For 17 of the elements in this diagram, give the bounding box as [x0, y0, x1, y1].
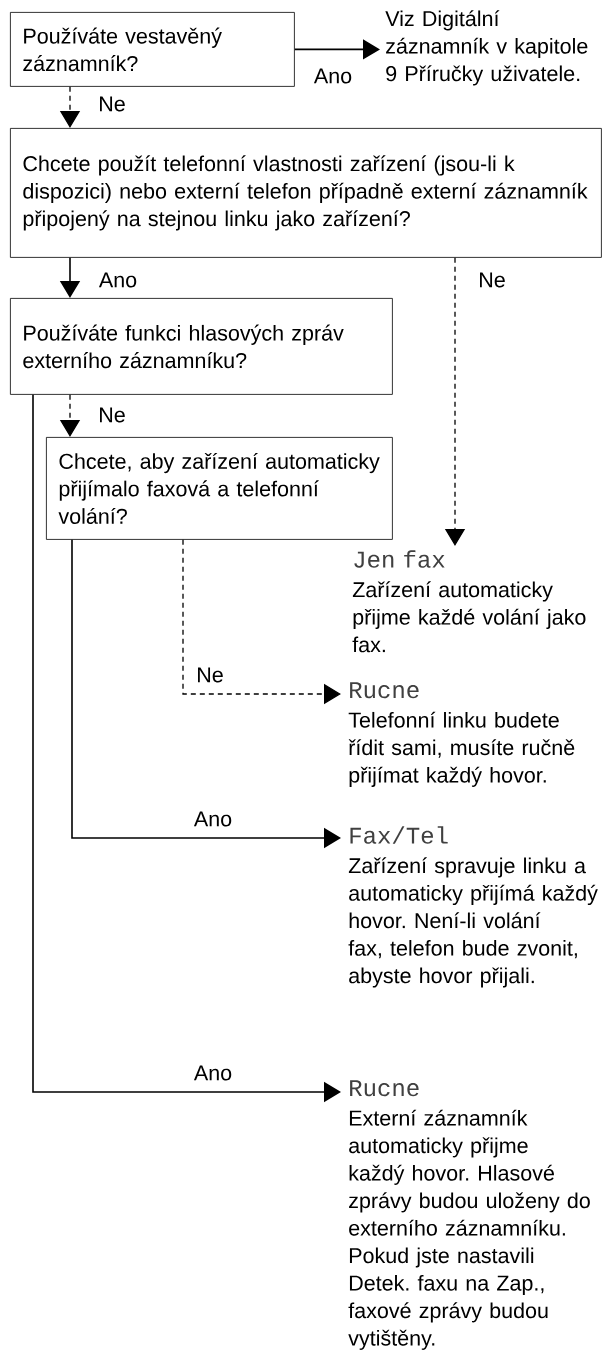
edge-label: Ne: [97, 95, 127, 113]
result-text: Rucne Telefonní linku budete řídit sami, musíte ručně přijímat každý hovor.: [348, 682, 575, 787]
edge-label: Ano: [312, 67, 354, 85]
question-box: Používáte vestavěný záznamník?: [10, 12, 295, 87]
question-box: Chcete použít telefonní vlastnosti zařízení (jsou-li k dispozici) nebo externí telefon případně externí záznamník připojený na stejnou linku jako zařízení?: [10, 128, 602, 258]
result-text: Rucne Externí záznamník automaticky přijme každý hovor. Hlasové zprávy budou uloženy do externího záznamníku. Pokud jste nastavili Detek. faxu na Zap., faxové zprávy budou vytištěny.: [348, 1080, 590, 1350]
question-box: Používáte funkci hlasových zpráv externího záznamníku?: [10, 298, 393, 395]
edge-label: Ano: [97, 271, 139, 289]
question-box: Chcete, aby zařízení automaticky přijímalo faxová a telefonní volání?: [46, 437, 393, 540]
edge-label: Ano: [192, 810, 234, 828]
reference-text: Viz Digitální záznamník v kapitole 9 Příručky uživatele.: [385, 10, 588, 86]
edge-label: Ne: [97, 406, 127, 424]
result-text: Fax/Tel Zařízení spravuje linku a automaticky přijímá každý hovor. Není-li volání fax, telefon bude zvonit, abyste hovor přijali.: [348, 826, 598, 988]
edge-label: Ne: [477, 271, 507, 289]
edge-label: Ano: [192, 1064, 234, 1082]
edge-label: Ne: [195, 666, 225, 684]
result-text: Jen fax Zařízení automaticky přijme každé volání jako fax.: [352, 550, 586, 653]
